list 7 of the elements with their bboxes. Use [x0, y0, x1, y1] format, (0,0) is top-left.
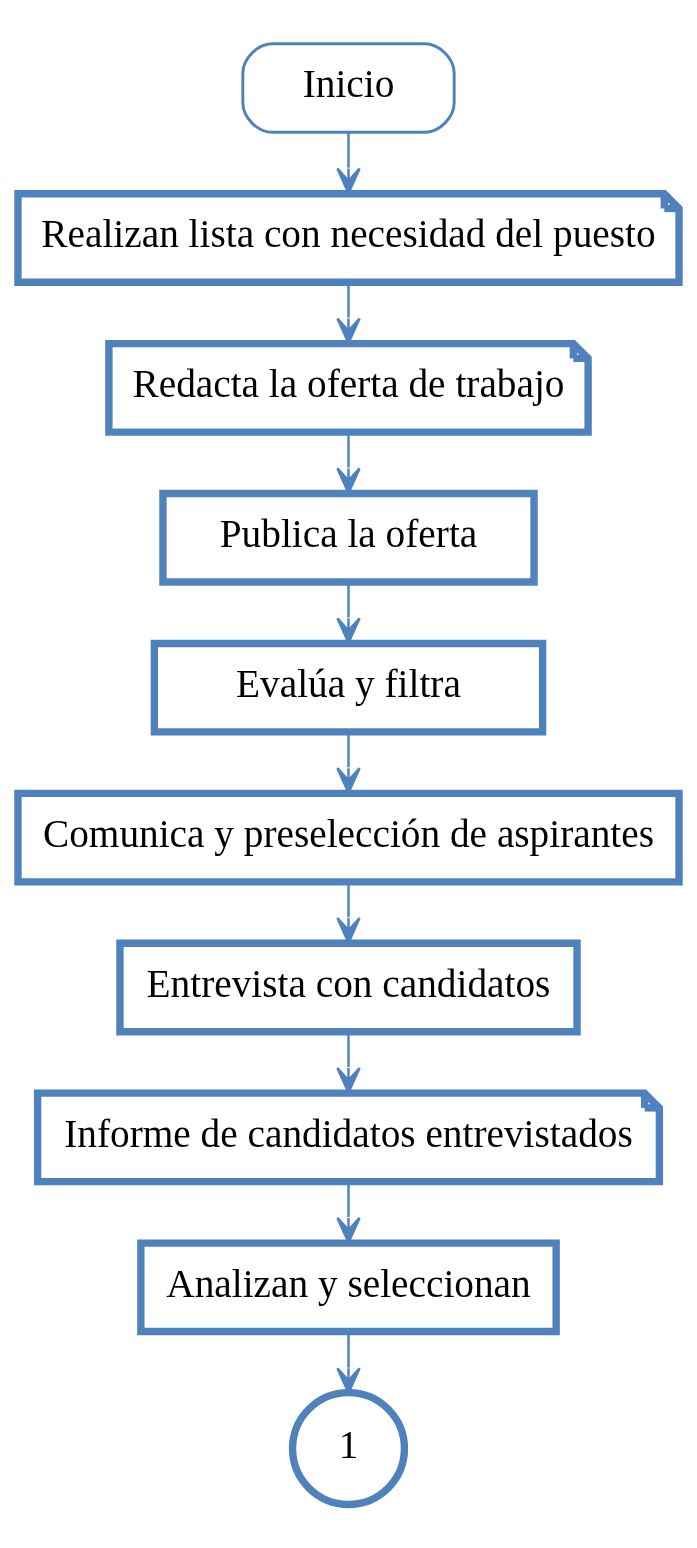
node-box: Entrevista con candidatos: [116, 939, 581, 1036]
node-box: Analizan y seleccionan: [137, 1239, 560, 1336]
node-box: Evalúa y filtra: [150, 639, 547, 736]
node-circle: 1: [288, 1388, 409, 1509]
node-box: Comunica y preselección de aspirantes: [14, 789, 683, 886]
node-box: Inicio: [241, 42, 456, 134]
node-box: Publica la oferta: [159, 489, 538, 586]
